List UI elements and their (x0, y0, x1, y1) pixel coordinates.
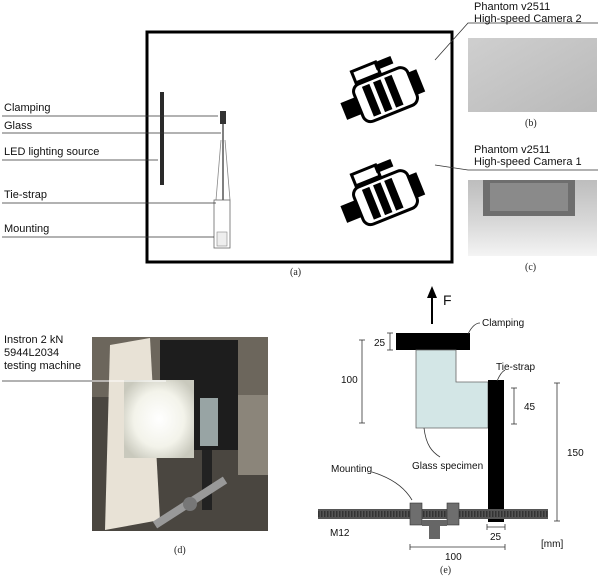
clamp-block (220, 111, 226, 124)
panel-b: (b) (468, 38, 597, 129)
caption-b: (b) (525, 118, 537, 129)
label-clamping: Clamping (4, 102, 50, 114)
testing-machine-label-line2: 5944L2034 (4, 347, 59, 359)
mounting-leader (371, 471, 413, 501)
panel-e: F Clamping Glass specimen Tie-strap M12 … (318, 286, 584, 576)
panel-c: (c) (468, 180, 597, 273)
leader-camera-2 (434, 22, 598, 61)
camera-2-label-line2: High-speed Camera 2 (474, 13, 582, 25)
leader-camera-1 (434, 164, 598, 171)
caption-a: (a) (290, 267, 301, 278)
tie-strap-label: Tie-strap (496, 362, 536, 373)
force-arrow-head (427, 286, 437, 298)
dim-100-bottom-label: 100 (445, 552, 462, 563)
glass-specimen-leader (423, 427, 441, 458)
clamping-label: Clamping (482, 318, 524, 329)
dim-150-label: 150 (567, 448, 584, 459)
setup-frame (145, 30, 454, 264)
camera-1-label-line1: Phantom v2511 (474, 144, 550, 156)
force-label: F (443, 292, 452, 308)
photo-specimen (200, 398, 218, 446)
camera-2-icon (340, 55, 426, 124)
tie-strap-bar (488, 380, 504, 522)
tie-strap-leader (496, 369, 506, 382)
label-glass: Glass (4, 120, 33, 132)
mount-stem (429, 526, 440, 539)
m12-label: M12 (330, 528, 350, 539)
label-tie-strap: Tie-strap (4, 189, 47, 201)
camera-2-image (468, 38, 597, 112)
panel-d: Instron 2 kN 5944L2034 testing machine (… (2, 334, 268, 556)
glass-specimen (415, 349, 489, 429)
label-mounting: Mounting (4, 223, 49, 235)
camera-2-label-line1: Phantom v2511 (474, 1, 550, 13)
photo-column (202, 450, 212, 510)
camera-1-label-line2: High-speed Camera 1 (474, 156, 582, 168)
dim-25-top-label: 25 (374, 338, 386, 349)
mount-base-inner (216, 231, 228, 247)
caption-d: (d) (174, 545, 186, 556)
testing-machine-label-line1: Instron 2 kN (4, 334, 63, 346)
photo-knob (183, 497, 197, 511)
caption-c: (c) (525, 262, 536, 273)
glass-specimen-label: Glass specimen (412, 461, 483, 472)
camera-1-icon (340, 158, 426, 227)
panel-a: Clamping Glass LED lighting source Tie-s… (2, 1, 598, 278)
clamping-bar (396, 333, 470, 350)
photo-right-shelf (238, 395, 268, 475)
clamping-leader (467, 322, 481, 335)
dim-100-left-label: 100 (341, 375, 358, 386)
mount-block (422, 520, 447, 526)
mount-nut-left (409, 502, 423, 526)
tie-strap-right (224, 139, 231, 201)
camera-1-image-specimen-inner (490, 183, 568, 211)
unit-label: [mm] (541, 539, 563, 550)
label-led: LED lighting source (4, 146, 99, 158)
dim-25-bottom-label: 25 (490, 532, 502, 543)
dim-45-label: 45 (524, 402, 536, 413)
mount-nut-right (446, 502, 460, 526)
mounting-label: Mounting (331, 464, 372, 475)
led-light-bar (160, 92, 164, 185)
tie-strap-left (215, 139, 222, 201)
photo-led-panel (124, 380, 194, 458)
testing-machine-label-line3: testing machine (4, 360, 81, 372)
caption-e: (e) (440, 565, 451, 576)
